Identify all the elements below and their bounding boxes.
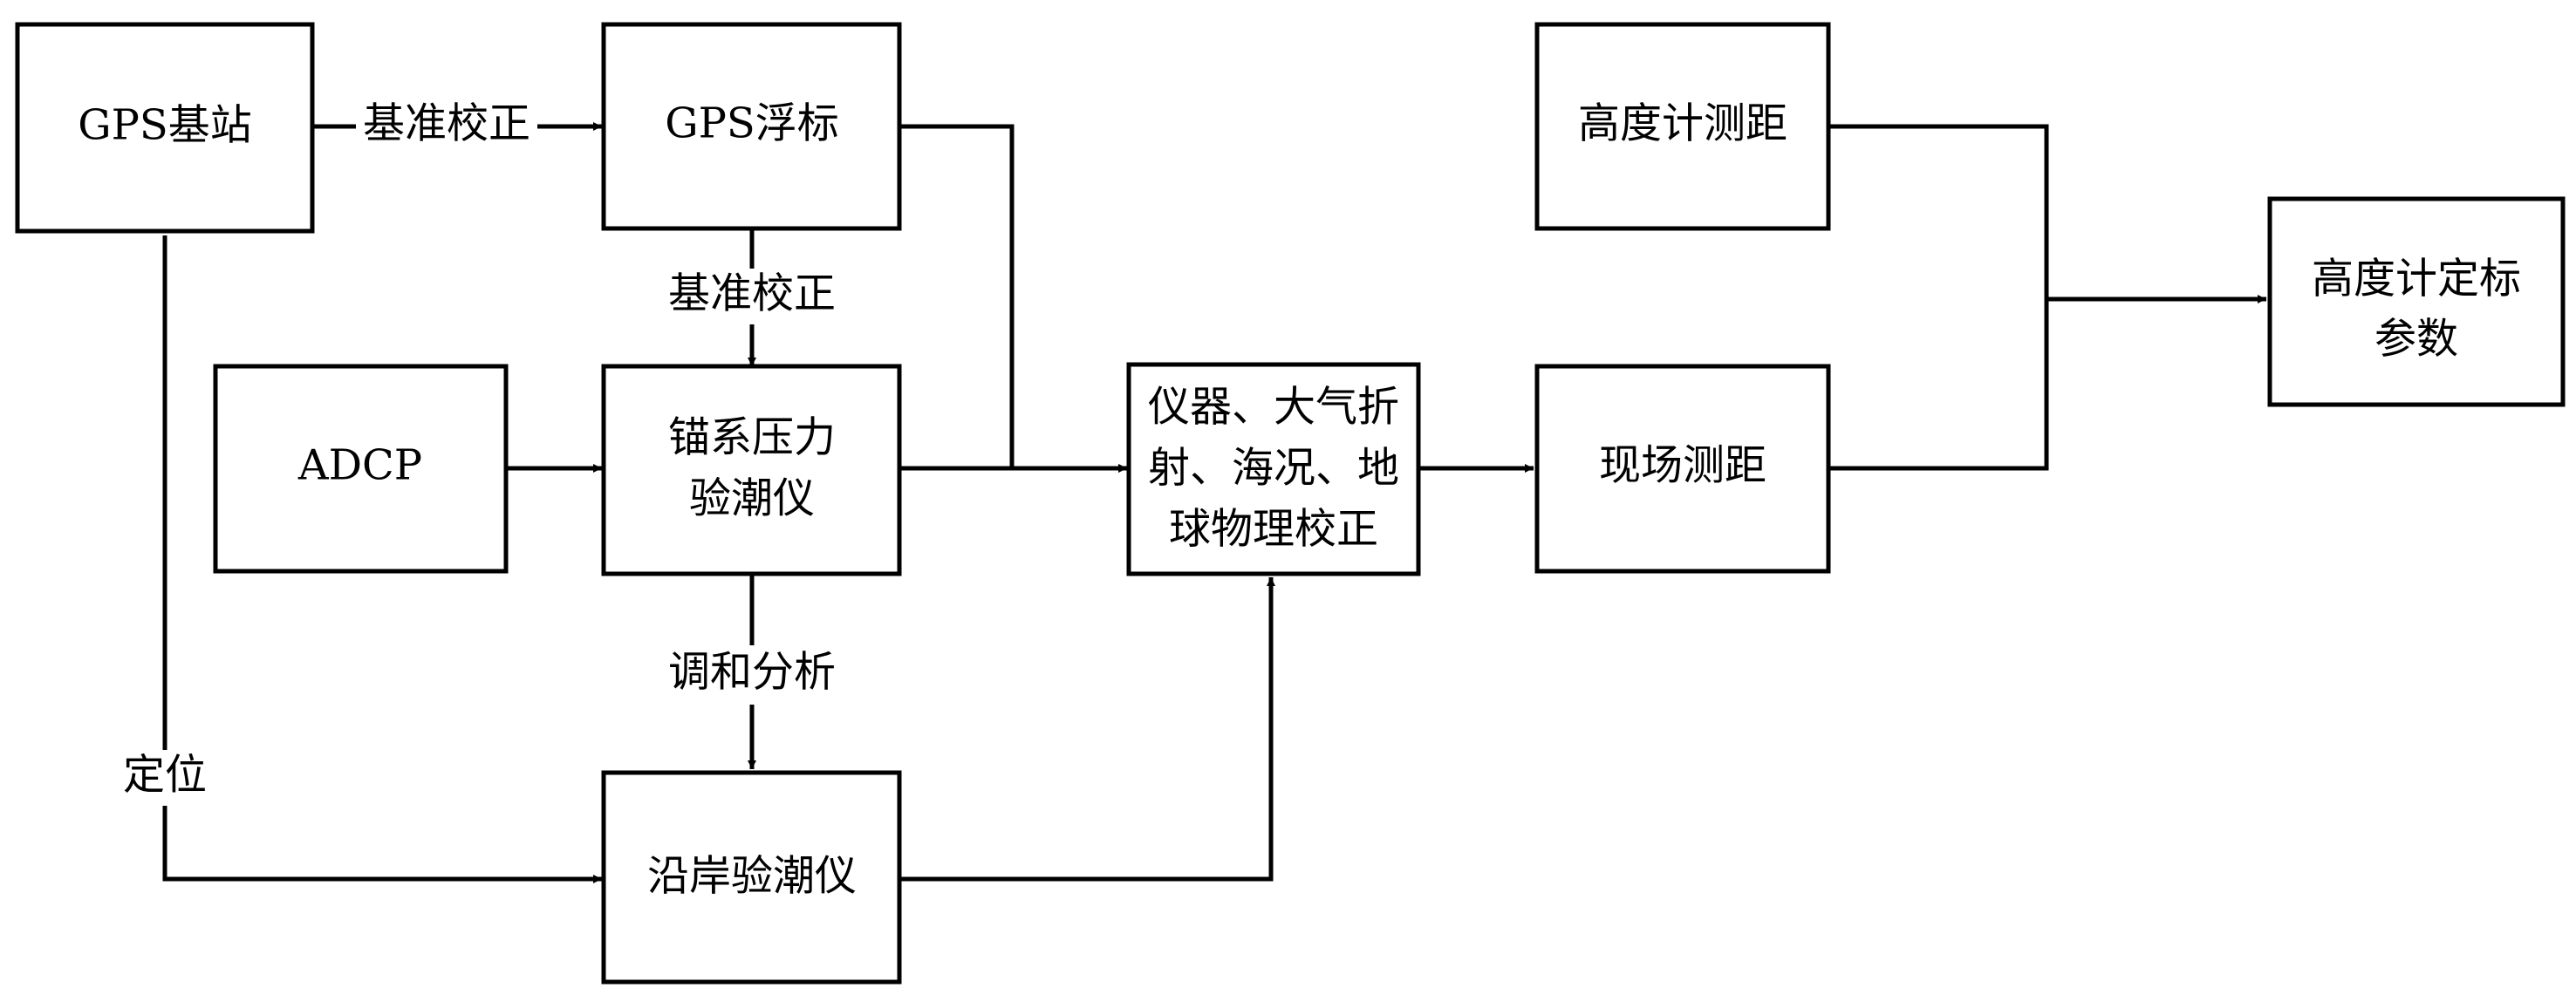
node-correction-line-3: 球物理校正 bbox=[1169, 505, 1378, 554]
node-gps-buoy: GPS浮标 bbox=[601, 22, 902, 231]
edge-label-base-to-coastal: 定位 bbox=[123, 751, 207, 800]
edge-buoy-to-correction bbox=[899, 124, 1127, 473]
node-gps-buoy-label: GPS浮标 bbox=[665, 99, 839, 148]
node-gps-base-label: GPS基站 bbox=[78, 101, 252, 150]
node-altimeter-range-label: 高度计测距 bbox=[1578, 99, 1787, 148]
node-coastal-gauge-label: 沿岸验潮仪 bbox=[647, 852, 857, 901]
node-pressure-gauge-line-2: 验潮仪 bbox=[689, 474, 815, 523]
node-correction-line-2: 射、海况、地 bbox=[1148, 444, 1399, 493]
edge-label-gauge-to-coastal: 调和分析 bbox=[668, 648, 836, 697]
node-correction: 仪器、大气折 射、海况、地 球物理校正 bbox=[1126, 362, 1421, 576]
edge-base-to-coastal bbox=[162, 235, 602, 883]
node-calibration-line-2: 参数 bbox=[2374, 315, 2458, 364]
node-field-range-label: 现场测距 bbox=[1599, 441, 1766, 490]
node-correction-line-1: 仪器、大气折 bbox=[1148, 383, 1399, 432]
node-calibration: 高度计定标 参数 bbox=[2267, 196, 2566, 407]
node-adcp: ADCP bbox=[213, 364, 509, 574]
node-pressure-gauge-line-1: 锚系压力 bbox=[668, 413, 836, 462]
edge-label-base-to-buoy: 基准校正 bbox=[363, 99, 530, 148]
node-adcp-label: ADCP bbox=[297, 441, 422, 490]
node-calibration-line-1: 高度计定标 bbox=[2312, 255, 2521, 303]
edge-altimeter-to-merge bbox=[1828, 124, 2049, 471]
edge-label-buoy-to-gauge: 基准校正 bbox=[668, 269, 836, 318]
edges: 基准校正 基准校正 调和分析 定位 bbox=[113, 98, 2266, 883]
edge-coastal-to-correction bbox=[899, 577, 1275, 882]
node-gps-base: GPS基站 bbox=[15, 22, 315, 234]
node-pressure-gauge: 锚系压力 验潮仪 bbox=[601, 364, 902, 576]
node-coastal-gauge: 沿岸验潮仪 bbox=[601, 770, 902, 985]
node-field-range: 现场测距 bbox=[1534, 364, 1831, 574]
node-altimeter-range: 高度计测距 bbox=[1534, 22, 1831, 231]
